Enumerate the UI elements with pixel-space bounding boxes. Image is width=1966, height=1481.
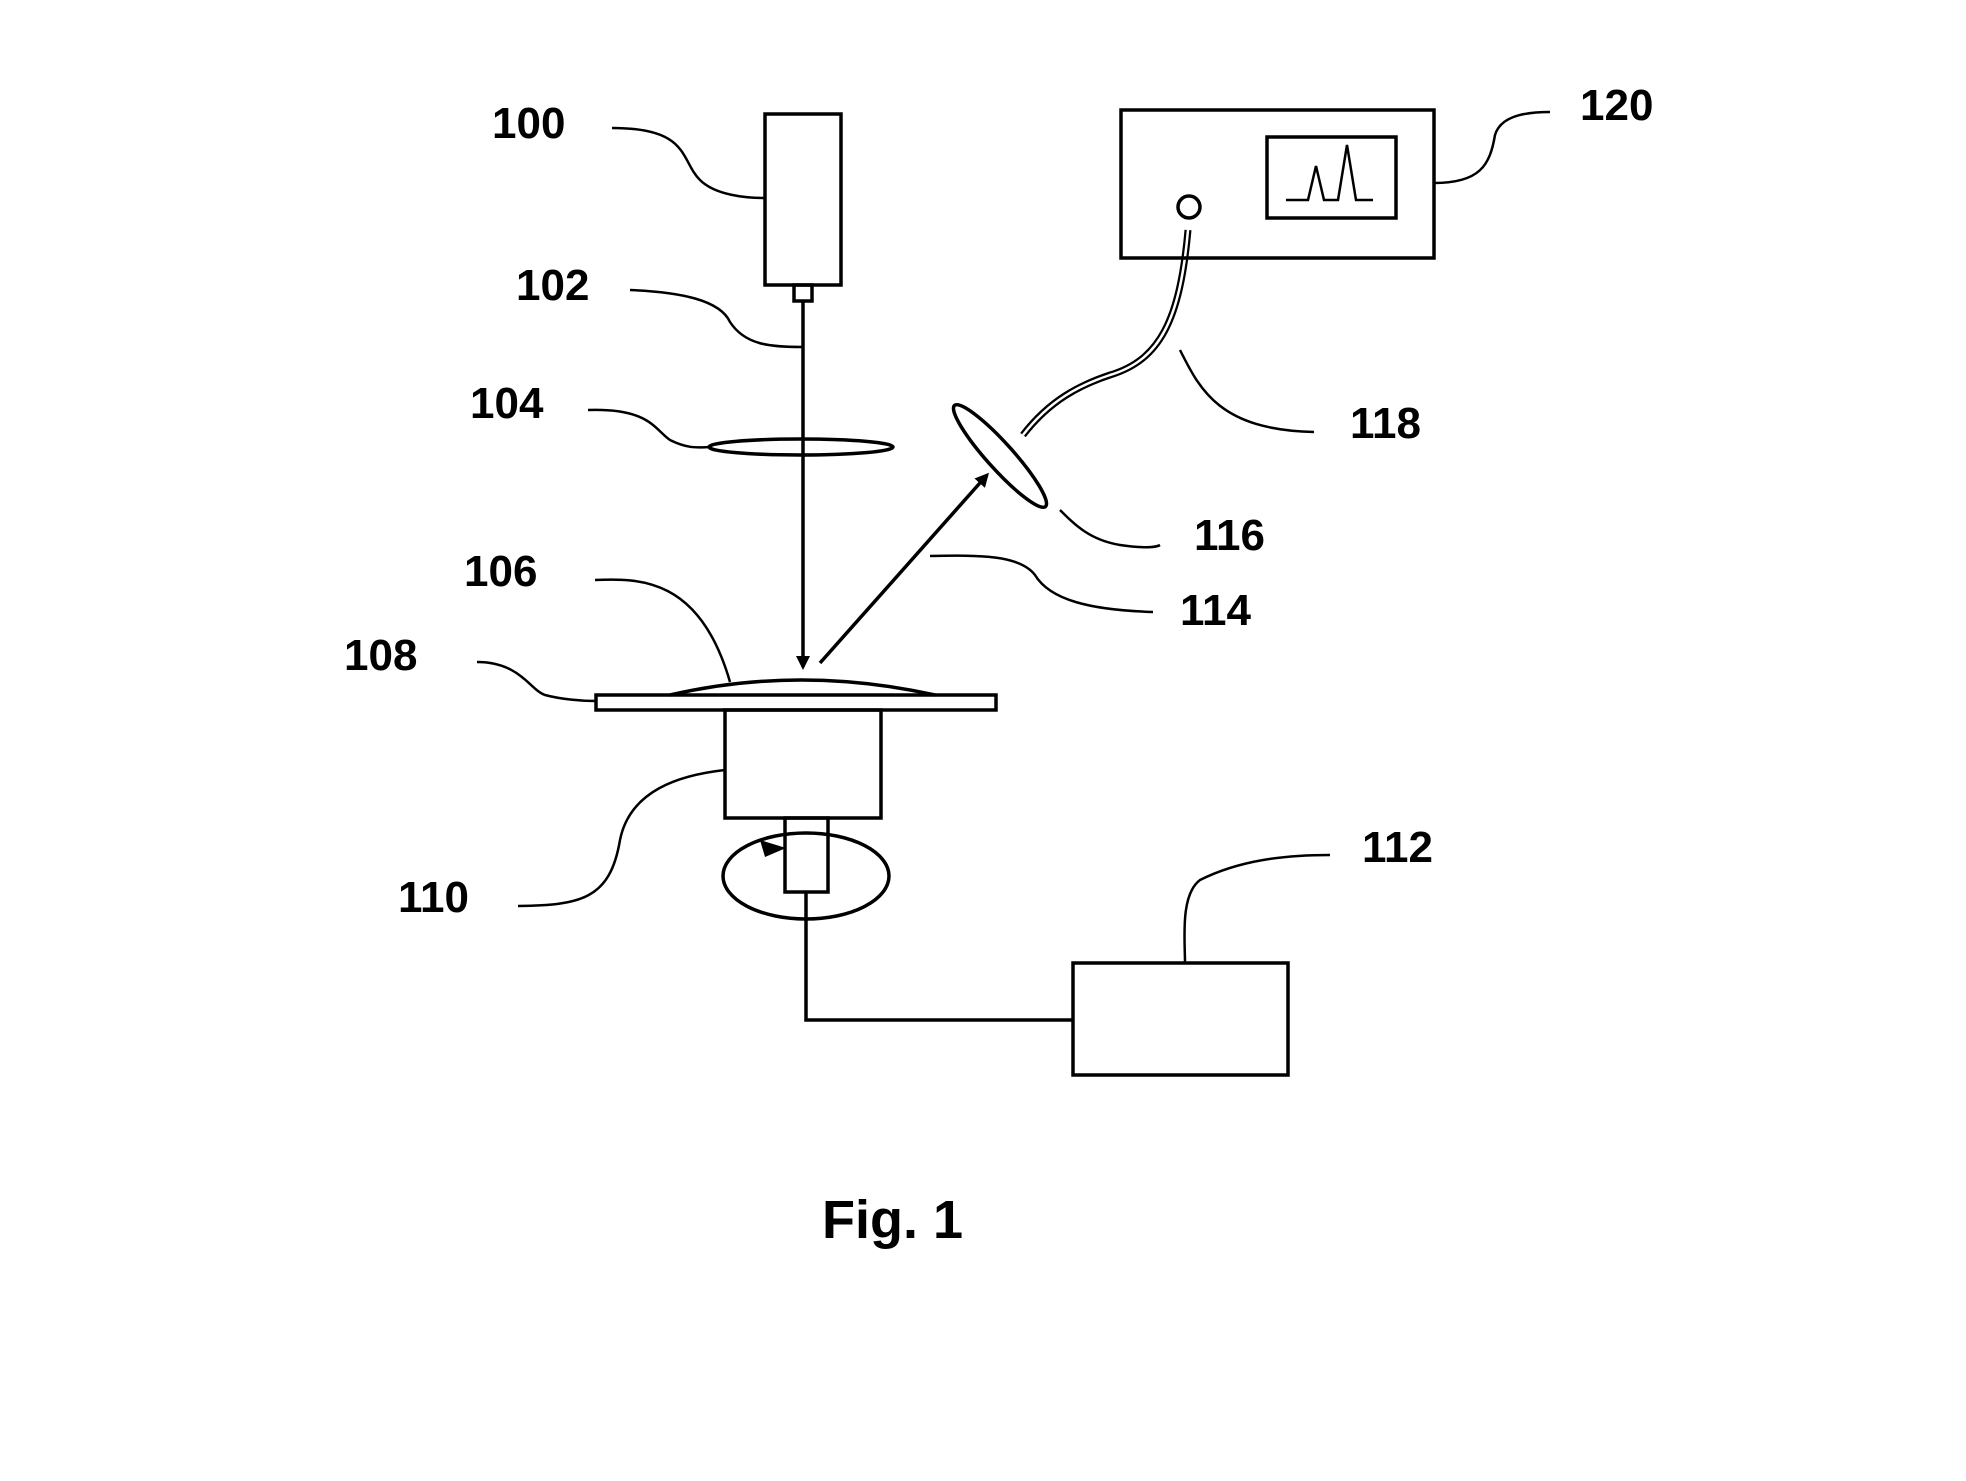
label-rotation-stage: 110 [398, 873, 469, 922]
label-spectrometer: 120 [1580, 81, 1653, 130]
label-sample: 106 [464, 547, 537, 596]
sample [670, 680, 935, 695]
controller [806, 892, 1288, 1075]
scattered-light [820, 475, 987, 663]
spectrometer [1121, 110, 1434, 258]
figure-caption: Fig. 1 [822, 1190, 963, 1250]
label-focusing-lens: 104 [470, 379, 544, 428]
sample-holder [596, 695, 996, 710]
label-optical-fiber: 118 [1350, 399, 1421, 448]
label-controller: 112 [1362, 823, 1433, 872]
label-scattered-light: 114 [1180, 586, 1252, 635]
label-laser-source: 100 [492, 99, 565, 148]
label-collection-lens: 116 [1194, 511, 1265, 560]
label-sample-holder: 108 [344, 631, 417, 680]
rotation-stage [723, 710, 889, 919]
label-laser-beam: 102 [516, 261, 589, 310]
rotation-arrow-icon [760, 840, 786, 857]
laser-source [765, 114, 841, 301]
focusing-lens [709, 439, 893, 455]
spectrum-peaks-icon [1286, 145, 1373, 200]
